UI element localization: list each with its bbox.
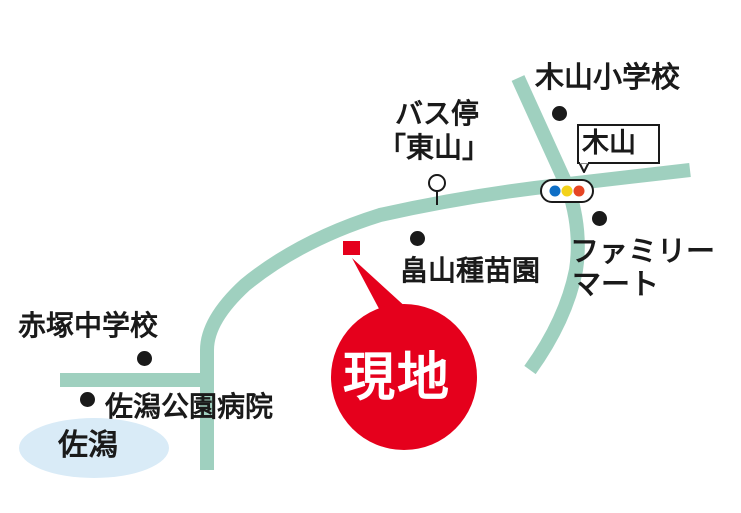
site-label: 現地 [343, 348, 452, 408]
akatsuka-school-label: 赤塚中学校 [18, 309, 159, 342]
site-marker [331, 241, 477, 450]
kiyama-school-label: 木山小学校 [535, 60, 681, 94]
kiyama-road [511, 75, 585, 375]
signal-red-light [573, 185, 585, 197]
nursery-label: 畠山種苗園 [400, 254, 541, 287]
site-square [343, 241, 360, 255]
family-mart-label-line2: マート [572, 267, 660, 301]
akatsuka-school-dot [137, 351, 152, 366]
hospital-dot [80, 392, 95, 407]
bus-stop-label-line1: バス停 [395, 97, 480, 130]
bus-stop-icon [428, 174, 446, 205]
kiyama-school-dot [552, 106, 567, 121]
family-mart-dot [592, 211, 607, 226]
signal-yellow-light [561, 185, 573, 197]
hospital-label: 佐潟公園病院 [105, 390, 274, 423]
intersection-label-box [577, 124, 660, 173]
nursery-dot [410, 231, 425, 246]
signal-blue-light [549, 185, 561, 197]
intersection-label: 木山 [582, 128, 636, 159]
lake-label: 佐潟 [58, 428, 118, 463]
traffic-signal-icon [540, 179, 594, 203]
site-circle [331, 304, 477, 450]
sakata-lake [19, 418, 169, 478]
family-mart-label-line1: ファミリー [570, 234, 716, 268]
bus-stop-label-line2: 「東山」 [378, 131, 491, 164]
main-road [200, 163, 691, 470]
